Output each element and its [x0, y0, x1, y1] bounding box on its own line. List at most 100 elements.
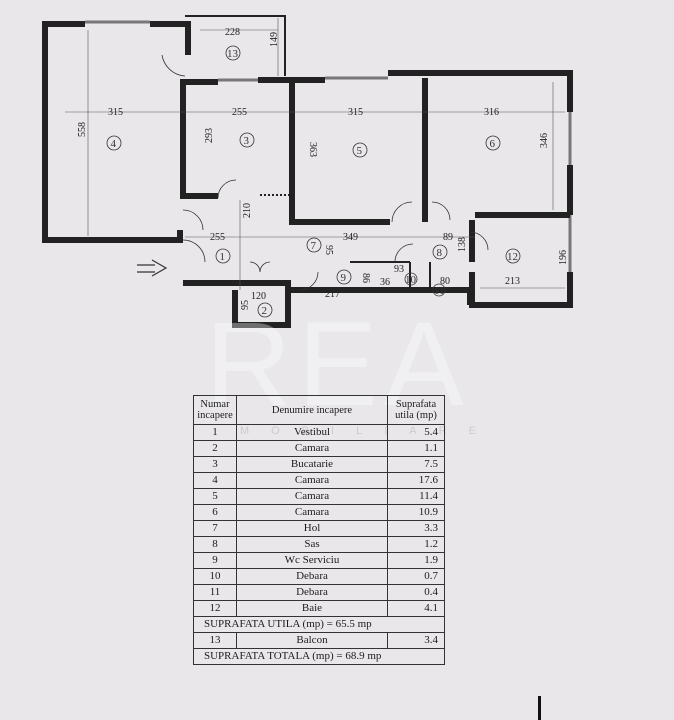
room-number: 2 [193, 440, 237, 457]
svg-text:6: 6 [490, 138, 496, 150]
svg-text:363: 363 [307, 142, 318, 157]
wall-room-4 [42, 21, 183, 243]
svg-text:7: 7 [311, 240, 317, 252]
room-area: 0.4 [387, 584, 445, 601]
dimension-labels: 228 149 315 558 255 293 315 363 316 346 … [77, 27, 569, 310]
room-label-8: 8 [432, 244, 448, 260]
room-number: 9 [193, 552, 237, 569]
room-name: Vestibul [236, 424, 388, 441]
svg-text:3: 3 [244, 135, 250, 147]
svg-text:8: 8 [437, 247, 443, 259]
room-number: 6 [193, 504, 237, 521]
svg-text:86: 86 [360, 273, 371, 283]
room-label-7: 7 [306, 237, 322, 253]
svg-text:93: 93 [394, 264, 404, 275]
room-name: Hol [236, 520, 388, 537]
svg-text:1: 1 [220, 251, 226, 263]
room-name: Debara [236, 584, 388, 601]
svg-text:315: 315 [108, 107, 123, 118]
room-label-5: 5 [352, 142, 368, 158]
svg-text:5: 5 [357, 145, 363, 157]
room-name: Camara [236, 488, 388, 505]
svg-text:228: 228 [225, 27, 240, 38]
svg-text:210: 210 [242, 203, 253, 218]
room-area: 11.4 [387, 488, 445, 505]
svg-text:349: 349 [343, 232, 358, 243]
room-number: 3 [193, 456, 237, 473]
svg-text:316: 316 [484, 107, 499, 118]
header-name: Denumire incapere [236, 395, 388, 425]
utila-total-row: SUPRAFATA UTILA (mp) = 65.5 mp [193, 616, 445, 633]
svg-text:10: 10 [405, 274, 417, 286]
room-label-1: 1 [215, 248, 231, 264]
room-area: 5.4 [387, 424, 445, 441]
floor-plan: 228 149 315 558 255 293 315 363 316 346 … [42, 15, 573, 328]
svg-text:36: 36 [380, 277, 390, 288]
room-number: 5 [193, 488, 237, 505]
svg-text:2: 2 [262, 305, 268, 317]
svg-text:9: 9 [341, 272, 347, 284]
room-number: 1 [193, 424, 237, 441]
svg-text:4: 4 [111, 138, 117, 150]
room-name: Debara [236, 568, 388, 585]
room-area: 7.5 [387, 456, 445, 473]
svg-text:89: 89 [443, 232, 453, 243]
wall-balcony [150, 21, 191, 55]
balcony-row: 13 Balcon 3.4 [193, 632, 445, 649]
room-label-2: 2 [257, 302, 273, 318]
balcony-railing [185, 15, 286, 76]
room-area: 1.1 [387, 440, 445, 457]
room-name: Camara [236, 472, 388, 489]
room-number: 8 [193, 536, 237, 553]
room-label-3: 3 [239, 132, 255, 148]
header-number: Numar incapere [193, 395, 237, 425]
room-area: 17.6 [387, 472, 445, 489]
wall-room-3 [180, 79, 218, 199]
svg-text:346: 346 [539, 133, 550, 148]
svg-text:95: 95 [323, 245, 334, 255]
svg-text:138: 138 [457, 237, 468, 252]
room-label-9: 9 [336, 269, 352, 285]
svg-text:80: 80 [440, 276, 450, 287]
svg-text:213: 213 [505, 276, 520, 287]
svg-text:255: 255 [232, 107, 247, 118]
svg-text:149: 149 [269, 32, 280, 47]
room-number: 11 [193, 584, 237, 601]
room-area: 3.3 [387, 520, 445, 537]
svg-text:255: 255 [210, 232, 225, 243]
room-area: 1.2 [387, 536, 445, 553]
room-name: Baie [236, 600, 388, 617]
room-area: 0.7 [387, 568, 445, 585]
room-name: Bucatarie [236, 456, 388, 473]
room-number: 4 [193, 472, 237, 489]
room-area: 1.9 [387, 552, 445, 569]
room-label-6: 6 [485, 135, 501, 151]
room-label-12: 12 [505, 248, 521, 264]
header-area: Suprafata utila (mp) [387, 395, 445, 425]
room-labels: 1 2 3 4 5 6 7 8 9 10 11 12 13 [106, 45, 521, 318]
room-areas-table: Numar incapere Denumire incapere Suprafa… [193, 395, 445, 665]
svg-text:12: 12 [507, 251, 518, 263]
svg-text:95: 95 [240, 300, 251, 310]
room-name: Wc Serviciu [236, 552, 388, 569]
room-label-10: 10 [404, 272, 418, 286]
svg-text:120: 120 [251, 291, 266, 302]
room-name: Camara [236, 440, 388, 457]
room-number: 7 [193, 520, 237, 537]
svg-text:11: 11 [434, 285, 445, 297]
room-label-11: 11 [432, 283, 446, 297]
svg-text:315: 315 [348, 107, 363, 118]
pen-mark [538, 696, 541, 720]
entry-arrow-icon [137, 259, 168, 277]
